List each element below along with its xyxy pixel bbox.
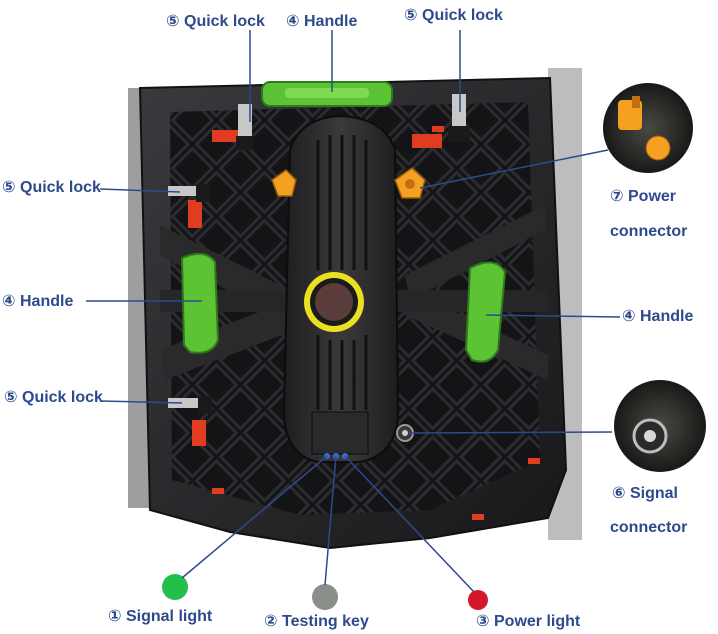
right-handle xyxy=(464,261,507,363)
signal-light-icon xyxy=(162,574,188,600)
power-light-icon xyxy=(468,590,488,610)
label-quick-lock-top-left: ⑤ Quick lock xyxy=(166,13,265,30)
left-handle xyxy=(180,252,220,354)
label-testing-key: ② Testing key xyxy=(264,613,369,630)
center-hub xyxy=(282,114,400,463)
leader-lines xyxy=(86,30,621,593)
label-power-connector-line1: ⑦ Power xyxy=(610,188,677,205)
red-clips xyxy=(212,126,540,520)
label-signal-connector-line1: ⑥ Signal xyxy=(612,485,678,502)
testing-key-icon xyxy=(312,584,338,610)
label-power-light: ③ Power light xyxy=(476,613,581,630)
label-handle-top: ④ Handle xyxy=(286,13,358,30)
orange-connector-left xyxy=(271,169,297,197)
quick-lock-top-left xyxy=(212,104,254,150)
quick-lock-top-right xyxy=(412,94,470,148)
label-handle-left: ④ Handle xyxy=(2,293,74,310)
label-quick-lock-bottom-left: ⑤ Quick lock xyxy=(4,389,103,406)
top-handle xyxy=(261,81,393,107)
strut-bottom-left xyxy=(160,300,295,380)
label-plate xyxy=(311,411,369,455)
strut-top-right xyxy=(405,205,545,300)
quick-lock-mid-left xyxy=(168,184,210,228)
label-signal-connector-line2: connector xyxy=(610,519,688,536)
signal-connector-inset xyxy=(614,380,706,472)
label-quick-lock-mid-left: ⑤ Quick lock xyxy=(2,179,101,196)
label-handle-right: ④ Handle xyxy=(622,308,694,325)
quick-lock-bottom-left xyxy=(168,396,212,446)
label-quick-lock-top-right: ⑤ Quick lock xyxy=(404,7,503,24)
cabinet xyxy=(128,68,582,550)
label-signal-light: ① Signal light xyxy=(108,608,213,625)
power-connector-on-panel xyxy=(394,167,426,199)
label-power-connector-line2: connector xyxy=(610,223,688,240)
power-connector-inset xyxy=(603,83,693,173)
